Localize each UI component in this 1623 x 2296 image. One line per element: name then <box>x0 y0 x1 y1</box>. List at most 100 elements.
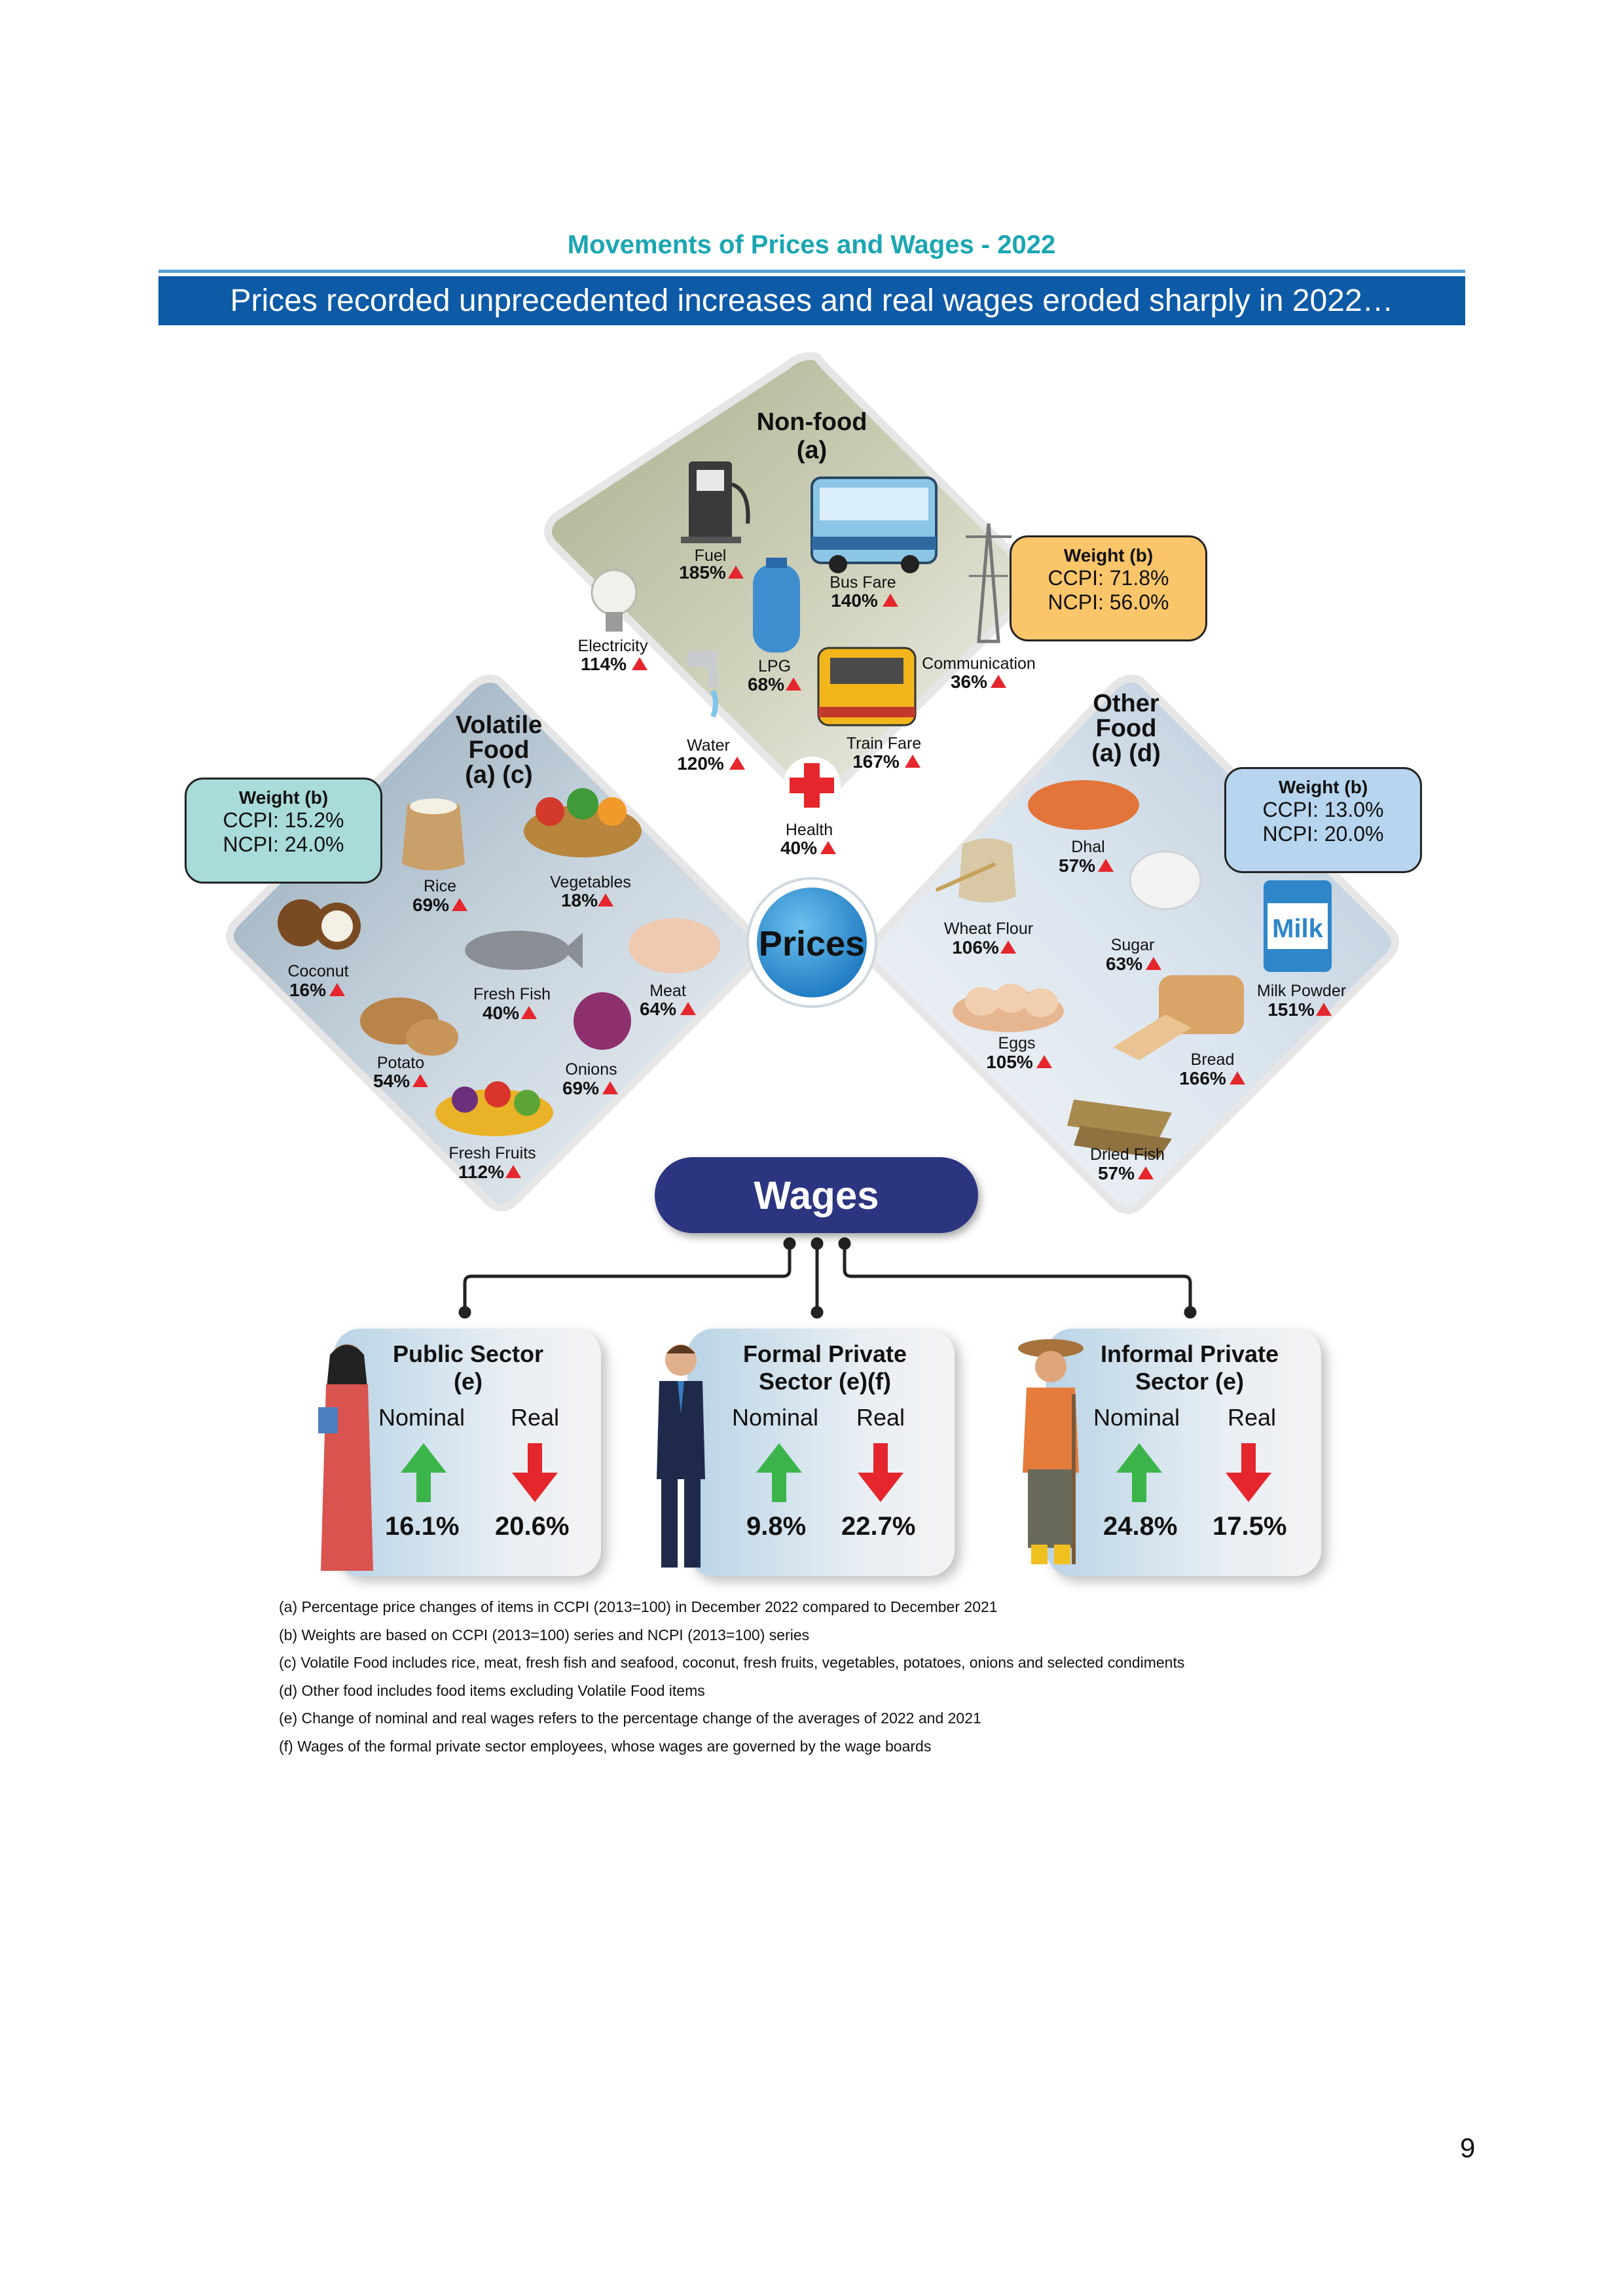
ccpi-weight: CCPI: 13.0% <box>1262 798 1384 821</box>
footnote: (f) Wages of the formal private sector e… <box>279 1738 932 1755</box>
increase-triangle-icon <box>329 983 345 996</box>
health-label: Health <box>786 821 833 839</box>
train-fare-pct: 167% <box>852 751 900 772</box>
increase-triangle-icon <box>452 898 467 911</box>
increase-triangle-icon <box>412 1074 428 1087</box>
weight-title: Weight (b) <box>1063 545 1154 565</box>
formal-real-value: 22.7% <box>841 1512 916 1541</box>
formal-nominal-value: 9.8% <box>746 1512 807 1541</box>
increase-triangle-icon <box>1138 1166 1154 1179</box>
informal-private-title: Informal Private <box>1100 1340 1279 1367</box>
ccpi-weight: CCPI: 15.2% <box>223 808 344 832</box>
non-food-weight-box: Weight (b) CCPI: 71.8% NCPI: 56.0% <box>1010 535 1207 641</box>
down-arrow-icon <box>1226 1443 1271 1502</box>
eggs-icon <box>953 984 1064 1032</box>
real-label: Real <box>511 1404 560 1431</box>
increase-triangle-icon <box>905 755 921 768</box>
wheat-flour-pct: 106% <box>952 937 999 958</box>
page-title: Movements of Prices and Wages - 2022 <box>567 230 1056 259</box>
formal-private-sector-card <box>687 1329 955 1576</box>
meat-pct: 64% <box>640 999 676 1019</box>
wheat-flour-label: Wheat Flour <box>944 920 1033 938</box>
formal-private-title: Formal Private <box>742 1340 907 1367</box>
nominal-label: Nominal <box>378 1404 465 1431</box>
lpg-pct: 68% <box>748 674 784 694</box>
non-food-title: Non-food <box>757 408 867 436</box>
wheat-flour-icon <box>935 838 1016 903</box>
onion-icon <box>574 992 631 1050</box>
ncpi-weight: NCPI: 56.0% <box>1048 590 1169 614</box>
increase-triangle-icon <box>991 675 1006 688</box>
ncpi-weight: NCPI: 24.0% <box>223 833 344 856</box>
electricity-pct: 114% <box>581 654 627 674</box>
communication-pct: 36% <box>951 672 987 692</box>
page-number: 9 <box>1460 2132 1476 2163</box>
footnote: (e) Change of nominal and real wages ref… <box>279 1710 981 1727</box>
title-rule <box>158 270 1465 273</box>
increase-triangle-icon <box>1146 957 1161 970</box>
increase-triangle-icon <box>680 1002 696 1015</box>
nominal-label: Nominal <box>1093 1404 1180 1431</box>
fresh-fruits-label: Fresh Fruits <box>448 1144 536 1162</box>
fresh-fish-label: Fresh Fish <box>473 985 551 1003</box>
dhal-pct: 57% <box>1059 855 1095 876</box>
up-arrow-icon <box>1116 1443 1162 1502</box>
dhal-label: Dhal <box>1071 838 1104 856</box>
light-bulb-icon <box>591 569 638 632</box>
lpg-label: LPG <box>758 657 791 675</box>
fresh-fish-pct: 40% <box>483 1003 519 1023</box>
footnote: (a) Percentage price changes of items in… <box>279 1598 998 1615</box>
headline-banner: Prices recorded unprecedented increases … <box>158 276 1465 325</box>
prices-label: Prices <box>759 924 865 963</box>
increase-triangle-icon <box>883 594 898 607</box>
increase-triangle-icon <box>786 677 801 691</box>
footnote: (b) Weights are based on CCPI (2013=100)… <box>279 1626 810 1643</box>
increase-triangle-icon <box>1000 941 1016 954</box>
informal-private-subtitle: Sector (e) <box>1135 1368 1245 1395</box>
vegetable-basket-icon <box>524 788 642 857</box>
rice-sack-icon <box>402 798 465 870</box>
increase-triangle-icon <box>1036 1055 1052 1068</box>
rice-label: Rice <box>424 877 456 895</box>
increase-triangle-icon <box>598 893 613 906</box>
communication-label: Communication <box>922 655 1036 673</box>
increase-triangle-icon <box>1316 1003 1332 1016</box>
milk-powder-can-icon: Milk <box>1264 880 1332 972</box>
other-food-weight-box: Weight (b) CCPI: 13.0% NCPI: 20.0% <box>1224 767 1422 873</box>
health-pct: 40% <box>780 838 817 858</box>
water-tap-icon <box>687 651 718 718</box>
lpg-cylinder-icon <box>753 558 800 653</box>
informal-real-value: 17.5% <box>1213 1512 1287 1541</box>
onions-pct: 69% <box>562 1078 599 1098</box>
non-food-title-note: (a) <box>797 437 827 464</box>
public-sector-card <box>334 1329 601 1576</box>
public-sector-title: Public Sector <box>392 1340 544 1367</box>
real-label: Real <box>856 1404 905 1431</box>
vegetables-pct: 18% <box>561 890 598 910</box>
eggs-pct: 105% <box>986 1052 1033 1072</box>
sugar-pct: 63% <box>1106 954 1142 974</box>
woman-teacher-icon <box>318 1344 373 1571</box>
coconut-icon <box>278 899 361 950</box>
footnote: (d) Other food includes food items exclu… <box>279 1682 705 1699</box>
potato-icon <box>360 997 458 1056</box>
footnote: (c) Volatile Food includes rice, meat, f… <box>279 1654 1185 1671</box>
down-arrow-icon <box>858 1443 903 1502</box>
ccpi-weight: CCPI: 71.8% <box>1048 566 1169 590</box>
meat-icon <box>629 918 720 973</box>
ncpi-weight: NCPI: 20.0% <box>1262 822 1384 846</box>
sugar-icon <box>1129 850 1202 910</box>
rice-pct: 69% <box>412 895 449 915</box>
weight-title: Weight (b) <box>238 787 329 808</box>
increase-triangle-icon <box>820 841 836 854</box>
milk-can-text: Milk <box>1272 914 1324 943</box>
businessman-icon <box>657 1344 705 1568</box>
coconut-pct: 16% <box>289 980 326 1000</box>
fresh-fruits-pct: 112% <box>458 1162 504 1182</box>
up-arrow-icon <box>756 1443 802 1502</box>
increase-triangle-icon <box>632 657 647 670</box>
water-label: Water <box>687 736 730 755</box>
potato-pct: 54% <box>373 1071 410 1091</box>
coconut-label: Coconut <box>287 962 348 980</box>
train-fare-label: Train Fare <box>847 734 921 753</box>
